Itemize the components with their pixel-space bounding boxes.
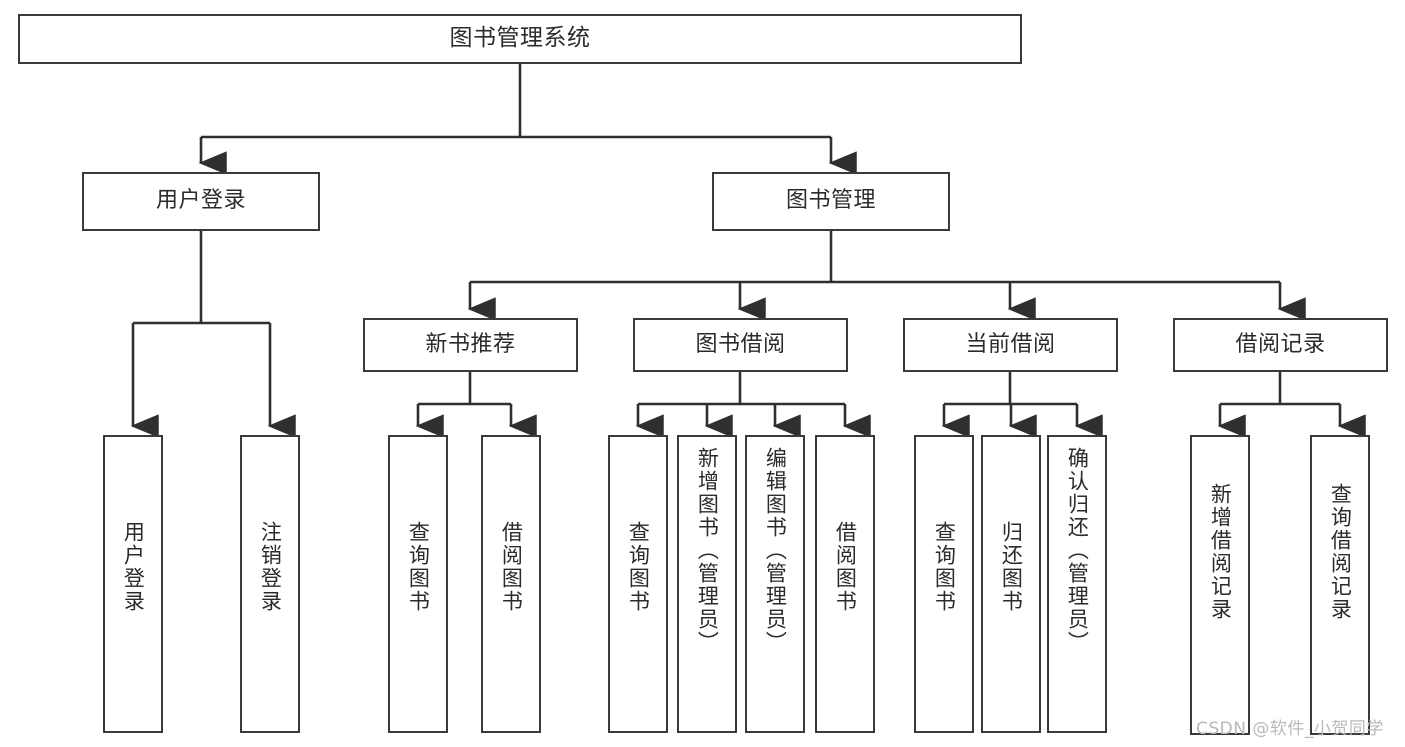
node-root-system[interactable]: 图书管理系统 xyxy=(18,14,1022,64)
node-label: 查询图书 xyxy=(932,521,957,613)
node-label: 图书借阅 xyxy=(695,331,786,357)
node-label: 借阅图书 xyxy=(499,521,524,613)
node-label: 新增图书（管理员） xyxy=(695,447,720,654)
leaf-query-book-current[interactable]: 查询图书 xyxy=(914,435,974,733)
node-book-management[interactable]: 图书管理 xyxy=(712,172,950,231)
leaf-edit-book-admin[interactable]: 编辑图书（管理员） xyxy=(745,435,805,733)
leaf-add-borrow-record[interactable]: 新增借阅记录 xyxy=(1190,435,1250,735)
leaf-user-login[interactable]: 用户登录 xyxy=(103,435,163,733)
node-label: 确认归还（管理员） xyxy=(1065,447,1090,654)
leaf-confirm-return-admin[interactable]: 确认归还（管理员） xyxy=(1047,435,1107,733)
node-label: 归还图书 xyxy=(999,521,1024,613)
node-label: 查询图书 xyxy=(626,521,651,613)
leaf-query-book-recommend[interactable]: 查询图书 xyxy=(388,435,448,733)
node-label: 新增借阅记录 xyxy=(1208,483,1233,621)
leaf-query-borrow-record[interactable]: 查询借阅记录 xyxy=(1310,435,1370,735)
leaf-borrow-book-recommend[interactable]: 借阅图书 xyxy=(481,435,541,733)
leaf-return-book[interactable]: 归还图书 xyxy=(981,435,1041,733)
leaf-borrow-book[interactable]: 借阅图书 xyxy=(815,435,875,733)
node-label: 借阅记录 xyxy=(1235,331,1326,357)
leaf-logout[interactable]: 注销登录 xyxy=(240,435,300,733)
node-label: 用户登录 xyxy=(121,521,146,613)
node-label: 用户登录 xyxy=(155,188,246,214)
node-borrow-record[interactable]: 借阅记录 xyxy=(1173,318,1388,372)
node-label: 注销登录 xyxy=(258,521,283,613)
node-label: 图书管理 xyxy=(785,188,876,214)
leaf-add-book-admin[interactable]: 新增图书（管理员） xyxy=(677,435,737,733)
node-book-borrow[interactable]: 图书借阅 xyxy=(633,318,848,372)
node-label: 查询借阅记录 xyxy=(1328,483,1353,621)
node-label: 新书推荐 xyxy=(425,331,516,357)
node-user-login[interactable]: 用户登录 xyxy=(82,172,320,231)
leaf-query-book-borrow[interactable]: 查询图书 xyxy=(608,435,668,733)
node-label: 借阅图书 xyxy=(833,521,858,613)
node-new-book-recommend[interactable]: 新书推荐 xyxy=(363,318,578,372)
node-current-borrow[interactable]: 当前借阅 xyxy=(903,318,1118,372)
csdn-watermark: CSDN @软件_小贺同学 xyxy=(1196,719,1384,739)
node-label: 编辑图书（管理员） xyxy=(763,447,788,654)
node-label: 当前借阅 xyxy=(965,331,1056,357)
node-label: 图书管理系统 xyxy=(449,25,591,52)
node-label: 查询图书 xyxy=(406,521,431,613)
